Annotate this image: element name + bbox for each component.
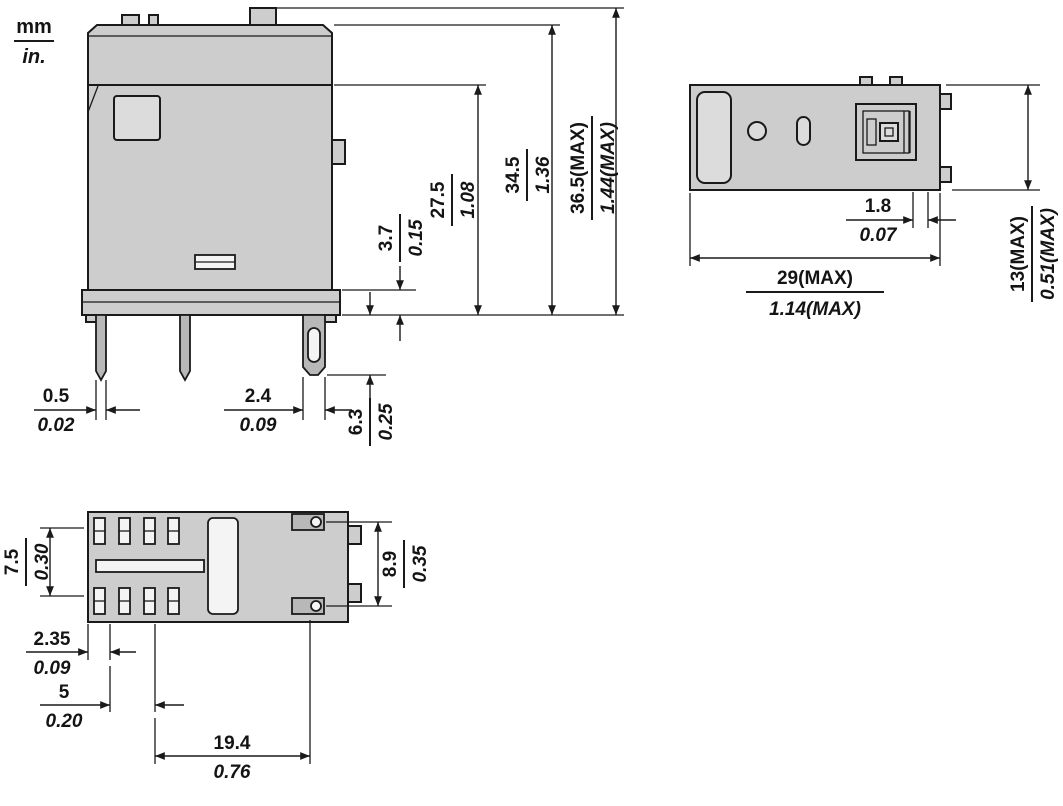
latch-button-inner	[884, 127, 894, 137]
dim-pitch-mm: 5	[59, 682, 70, 703]
dim-pinlen-in: 0.25	[376, 403, 397, 440]
top-view-dimensions: 1.8 0.07 29(MAX) 1.14(MAX) 13(MAX) 0.51(…	[689, 84, 1059, 320]
latch-inner-frame	[862, 110, 910, 154]
dim-label-tab-width: 2.4 0.09	[240, 386, 277, 436]
bottom-view-dimensions: 7.5 0.30 8.9 0.35 2.35 0.09	[2, 521, 431, 783]
center-bar-slot	[95, 559, 205, 573]
bottom-view: 7.5 0.30 8.9 0.35 2.35 0.09	[2, 511, 431, 783]
dim-depth-in: 0.51(MAX)	[1038, 208, 1059, 300]
bottom-view-body	[87, 511, 362, 623]
top-bump-left	[859, 76, 873, 86]
side-tab	[331, 139, 346, 165]
dim-pinwidth-mm: 0.5	[43, 386, 70, 407]
dim-label-pin-length: 6.3 0.25	[346, 398, 397, 446]
pin-2	[179, 314, 191, 382]
top-view: 1.8 0.07 29(MAX) 1.14(MAX) 13(MAX) 0.51(…	[689, 76, 1059, 320]
mounting-tab-slot	[307, 327, 321, 363]
dim-label-terminal-distance: 19.4 0.76	[214, 733, 251, 783]
dim-cap-in: 1.36	[533, 156, 554, 193]
body-notch-line	[87, 85, 99, 113]
dim-total-mm: 36.5(MAX)	[568, 122, 589, 214]
front-view-dimensions: 36.5(MAX) 1.44(MAX) 34.5 1.36 27.5 1.08 …	[34, 7, 624, 446]
dim-body-in: 1.08	[458, 181, 479, 218]
dim-pinwidth-in: 0.02	[38, 415, 75, 436]
top-bump-right	[889, 76, 903, 86]
dim-cap-mm: 34.5	[503, 156, 524, 193]
dim-edge-in: 0.09	[34, 658, 71, 679]
front-view: 36.5(MAX) 1.44(MAX) 34.5 1.36 27.5 1.08 …	[34, 7, 624, 446]
top-knob	[249, 7, 277, 27]
dim-pitch-in: 0.20	[46, 711, 83, 732]
dim-label-latch: 1.8 0.07	[860, 196, 898, 246]
marking-window	[113, 95, 161, 141]
oval-slot	[796, 116, 811, 146]
dim-flange-in: 0.15	[406, 219, 427, 256]
dim-latch-mm: 1.8	[865, 196, 891, 217]
terminal-hole-top	[310, 516, 322, 528]
dim-label-body-height: 27.5 1.08	[428, 174, 479, 226]
dim-label-pin-width: 0.5 0.02	[38, 386, 75, 436]
terminal-hole-bottom	[310, 600, 322, 612]
legend-mm-label: mm	[16, 16, 52, 38]
dim-label-total-height: 36.5(MAX) 1.44(MAX)	[568, 116, 619, 220]
dim-label-pitch: 5 0.20	[46, 682, 83, 732]
dim-total-in: 1.44(MAX)	[598, 122, 619, 214]
dim-label-depth: 13(MAX) 0.51(MAX)	[1008, 206, 1059, 302]
dim-tabwidth-in: 0.09	[240, 415, 277, 436]
dim-term-mm: 8.9	[380, 551, 401, 577]
dim-body-mm: 27.5	[428, 181, 449, 218]
dim-rows-in: 0.30	[32, 543, 53, 580]
dim-label-edge-offset: 2.35 0.09	[34, 629, 71, 679]
pin-1	[95, 314, 107, 382]
keying-slot	[207, 517, 239, 615]
dim-label-width: 29(MAX) 1.14(MAX)	[746, 268, 884, 320]
dim-term-in: 0.35	[410, 545, 431, 582]
dim-edge-mm: 2.35	[34, 629, 71, 650]
vent-hole	[747, 121, 767, 141]
label-pad	[696, 91, 732, 184]
relay-cap	[87, 24, 333, 86]
dim-width-mm: 29(MAX)	[777, 268, 853, 289]
dim-latch-in: 0.07	[860, 225, 898, 246]
latch-button	[879, 122, 899, 142]
side-tab-top	[347, 525, 362, 545]
dim-termdist-mm: 19.4	[214, 733, 251, 754]
side-tab-bottom	[347, 583, 362, 603]
dim-depth-mm: 13(MAX)	[1008, 216, 1029, 292]
front-view-body	[81, 7, 346, 382]
legend-in-label: in.	[22, 46, 45, 68]
right-tab-upper	[939, 93, 952, 110]
latch-bar	[866, 118, 877, 146]
dim-pinlen-mm: 6.3	[346, 409, 367, 435]
dim-label-flange: 3.7 0.15	[376, 214, 427, 262]
right-tab-lower	[939, 166, 952, 183]
dim-label-term-span: 8.9 0.35	[380, 540, 431, 588]
dim-termdist-in: 0.76	[214, 762, 251, 783]
dim-width-in: 1.14(MAX)	[769, 299, 861, 320]
dim-label-row-spacing: 7.5 0.30	[2, 538, 53, 586]
top-view-body	[689, 76, 952, 191]
unit-legend: mm in.	[14, 16, 54, 68]
dim-label-cap-height: 34.5 1.36	[503, 149, 554, 201]
dim-rows-mm: 7.5	[2, 548, 23, 575]
dim-tabwidth-mm: 2.4	[245, 386, 272, 407]
dim-flange-mm: 3.7	[376, 225, 397, 251]
